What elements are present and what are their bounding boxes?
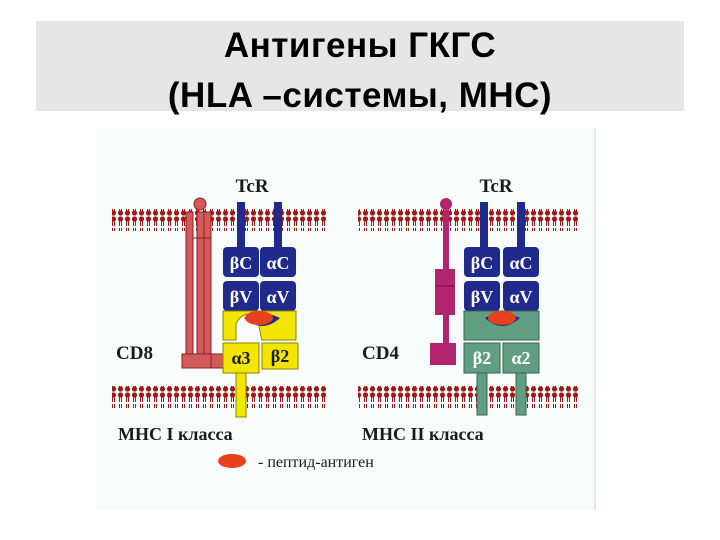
right-diagram: βC αC βV αV β2 α2 TcR CD4 MHC II класса [358, 176, 580, 444]
mhc-ii-caption: MHC II класса [362, 424, 484, 444]
tcr-alpha-tail-right [517, 202, 525, 252]
mhc-i-beta2-label: β2 [271, 346, 289, 366]
mhc-i-alpha3-label: α3 [231, 348, 250, 368]
mhc-i-tail [236, 373, 246, 417]
tcr-left: βC αC βV αV [223, 247, 296, 311]
apc-membrane-right [358, 386, 580, 408]
cd8-label: CD8 [116, 343, 153, 364]
tcr-beta-c-label: βC [230, 253, 252, 273]
apc-membrane-left [112, 386, 326, 408]
mhc-ii-beta2-label: β2 [473, 348, 491, 368]
cd4-label: CD4 [362, 343, 399, 364]
tcr-beta-tail-right [480, 202, 488, 252]
tcr-alpha-tail-left [274, 202, 282, 252]
mhc-ii-alpha2-label: α2 [511, 348, 530, 368]
tcr-beta-tail-left [237, 202, 245, 252]
tcr-alpha-v-label-right: αV [509, 287, 532, 307]
slide-title-line2: (HLA –системы, МНС) [36, 76, 684, 116]
legend-peptide-swatch [218, 454, 246, 468]
tcr-beta-v-label-right: βV [471, 287, 493, 307]
mhc-ii-beta-tail [477, 373, 487, 415]
tcr-alpha-c-label: αC [266, 253, 289, 273]
mhc-ii-alpha-tail [516, 373, 526, 415]
tcr-right: βC αC βV αV [464, 247, 539, 311]
t-cell-membrane-left [112, 209, 326, 231]
left-diagram: βC αC βV αV α3 β2 TcR CD8 MHC I класса [112, 176, 326, 444]
tcr-beta-c-label-right: βC [471, 253, 493, 273]
legend-text: - пептид-антиген [258, 454, 374, 471]
peptide-antigen-right [488, 311, 516, 325]
legend: - пептид-антиген [218, 454, 374, 471]
tcr-beta-v-label: βV [230, 287, 252, 307]
tcr-alpha-c-label-right: αC [509, 253, 532, 273]
tcr-label-left: TcR [235, 176, 268, 197]
tcr-label-right: TcR [479, 176, 512, 197]
mhc-i-caption: MHC I класса [118, 424, 233, 444]
tcr-mhc-diagram: βC αC βV αV α3 β2 TcR CD8 MHC I класса [96, 128, 596, 513]
t-cell-membrane-right [358, 209, 580, 231]
peptide-antigen-left [245, 311, 273, 325]
tcr-alpha-v-label: αV [266, 287, 289, 307]
slide-title-line1: Антигены ГКГС [36, 26, 684, 66]
